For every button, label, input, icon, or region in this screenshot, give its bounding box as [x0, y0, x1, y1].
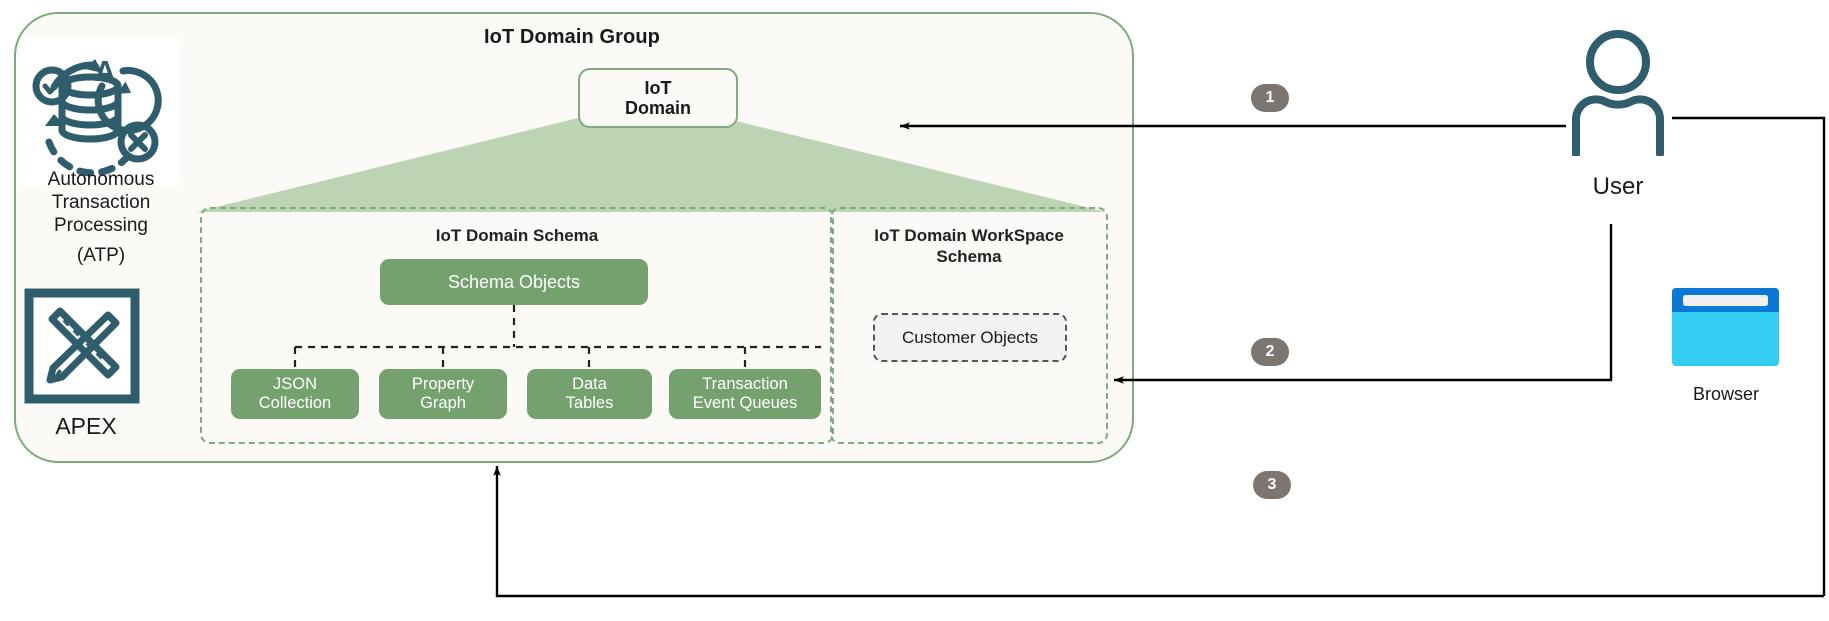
data-tables-line2: Tables	[565, 394, 614, 412]
transaction-event-queues-line2: Event Queues	[692, 394, 798, 412]
iot-domain-label-line2: Domain	[624, 98, 691, 118]
json-collection-line2: Collection	[258, 394, 332, 412]
json-collection-box[interactable]: JSON Collection	[231, 369, 359, 419]
apex-icon	[24, 288, 140, 404]
page-title: IoT Domain Group	[483, 26, 661, 48]
transaction-event-queues-line1: Transaction	[702, 375, 788, 394]
data-tables-box[interactable]: Data Tables	[527, 369, 652, 419]
property-graph-line1: Property	[411, 375, 475, 394]
arrow-step-3	[493, 466, 1824, 598]
property-graph-line2: Graph	[420, 394, 466, 412]
iot-domain-box[interactable]: IoT Domain	[578, 68, 738, 128]
atp-icon: A	[20, 38, 180, 186]
funnel-shape	[196, 100, 1106, 212]
atp-caption: Autonomous Transaction Processing (ATP)	[6, 168, 196, 267]
data-tables-line1: Data	[572, 375, 607, 394]
browser-label: Browser	[1692, 384, 1759, 404]
workspace-title-line1: IoT Domain WorkSpace	[874, 226, 1064, 245]
step-badge-1: 1	[1251, 84, 1289, 112]
user-icon	[1572, 30, 1664, 156]
atp-caption-line3: Processing	[54, 215, 148, 237]
arrow-step-2	[1114, 224, 1613, 384]
step-badge-2: 2	[1251, 338, 1289, 366]
json-collection-line1: JSON	[272, 375, 317, 394]
step-badge-3: 3	[1253, 471, 1291, 499]
iot-domain-workspace-schema-title: IoT Domain WorkSpace Schema	[832, 225, 1106, 268]
schema-objects-box[interactable]: Schema Objects	[380, 259, 648, 305]
browser-window-icon	[1672, 288, 1779, 366]
atp-caption-line1: Autonomous	[47, 169, 155, 190]
atp-caption-line4: (ATP)	[76, 244, 126, 266]
atp-caption-line2: Transaction	[51, 192, 151, 214]
property-graph-box[interactable]: Property Graph	[379, 369, 507, 419]
customer-objects-box[interactable]: Customer Objects	[873, 313, 1067, 362]
iot-domain-schema-title: IoT Domain Schema	[435, 226, 599, 245]
workspace-title-line2: Schema	[936, 247, 1002, 267]
iot-domain-label-line1: IoT	[644, 77, 672, 98]
iot-domain-schema-panel: IoT Domain Schema	[200, 207, 834, 444]
apex-caption: APEX	[55, 413, 117, 439]
transaction-event-queues-box[interactable]: Transaction Event Queues	[669, 369, 821, 419]
user-label: User	[1592, 173, 1644, 200]
iot-domain-workspace-schema-panel: IoT Domain WorkSpace Schema	[830, 207, 1108, 444]
